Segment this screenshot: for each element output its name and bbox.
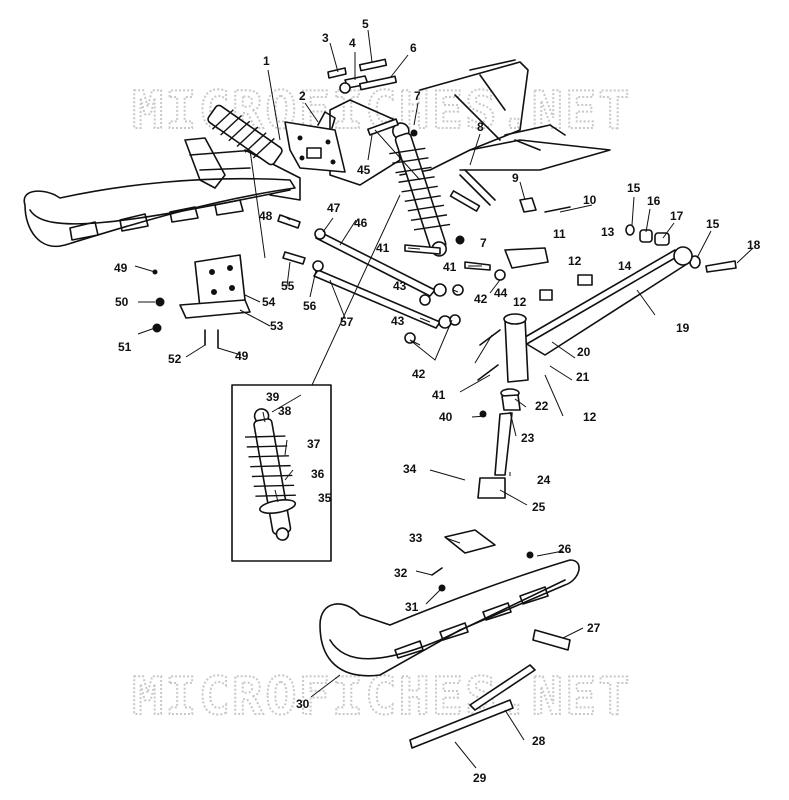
callout-37: 37 (307, 437, 321, 451)
misc-fasteners (277, 214, 506, 418)
callout-43-upper: 43 (393, 279, 407, 293)
callout-42-upper: 42 (474, 292, 488, 306)
callout-15-right: 15 (706, 217, 720, 231)
callout-47: 47 (327, 201, 341, 215)
callout-12-upper: 12 (568, 254, 582, 268)
callout-4: 4 (349, 36, 356, 50)
callout-9: 9 (512, 171, 519, 185)
callout-22: 22 (535, 399, 549, 413)
callout-36: 36 (311, 467, 325, 481)
left-ski-assembly (23, 104, 296, 248)
callout-16: 16 (647, 194, 661, 208)
callout-24: 24 (537, 473, 551, 487)
callout-35: 35 (318, 491, 332, 505)
callout-52: 52 (168, 352, 182, 366)
shock-detail-inset (231, 384, 332, 562)
callout-43-lower: 43 (391, 314, 405, 328)
callout-48: 48 (259, 209, 273, 223)
a-arm-pivot-hardware (519, 197, 737, 273)
callout-10: 10 (583, 193, 597, 207)
callout-23: 23 (521, 431, 535, 445)
callout-46: 46 (354, 216, 368, 230)
callout-3: 3 (322, 31, 329, 45)
callout-32: 32 (394, 566, 408, 580)
callout-17: 17 (670, 209, 684, 223)
callout-41-middle: 41 (443, 260, 457, 274)
callout-49-left: 49 (114, 261, 128, 275)
callout-30: 30 (296, 697, 310, 711)
callout-42-lower: 42 (412, 367, 426, 381)
callout-38: 38 (278, 404, 292, 418)
callout-12-lower: 12 (583, 410, 597, 424)
spindle-assembly (477, 247, 593, 499)
callout-8: 8 (477, 120, 484, 134)
callout-49-bottom: 49 (235, 349, 249, 363)
callout-12-middle: 12 (513, 295, 527, 309)
callout-13: 13 (601, 225, 615, 239)
callout-51: 51 (118, 340, 132, 354)
callout-18: 18 (747, 238, 761, 252)
callout-1: 1 (263, 54, 270, 68)
callout-6: 6 (410, 41, 417, 55)
callout-41-upper: 41 (376, 241, 390, 255)
upper-shock-hardware (327, 58, 398, 94)
callout-50: 50 (115, 295, 129, 309)
callout-14: 14 (618, 259, 632, 273)
callout-31: 31 (405, 600, 419, 614)
steering-bracket (152, 254, 251, 349)
lower-a-arm (519, 246, 693, 356)
front-shock-absorber (389, 122, 451, 257)
callout-55: 55 (281, 279, 295, 293)
callout-57: 57 (340, 315, 354, 329)
chassis-bulkhead (244, 59, 611, 201)
leader-lines (134, 29, 754, 769)
callout-5: 5 (362, 17, 369, 31)
callout-33: 33 (409, 531, 423, 545)
callout-53: 53 (270, 319, 284, 333)
callout-2: 2 (299, 89, 306, 103)
callout-56: 56 (303, 299, 317, 313)
callout-7: 7 (414, 89, 421, 103)
callout-54: 54 (262, 295, 276, 309)
callout-34: 34 (403, 462, 417, 476)
callout-27: 27 (587, 621, 601, 635)
callout-21: 21 (576, 370, 590, 384)
callout-25: 25 (532, 500, 546, 514)
callout-41-lower: 41 (432, 388, 446, 402)
callout-26: 26 (558, 542, 572, 556)
callout-11: 11 (553, 227, 566, 241)
callout-45: 45 (357, 163, 371, 177)
callout-7-lower: 7 (480, 236, 487, 250)
callout-28: 28 (532, 734, 546, 748)
callout-40: 40 (439, 410, 453, 424)
callout-15-left: 15 (627, 181, 641, 195)
callout-19: 19 (676, 321, 690, 335)
callout-29: 29 (473, 771, 487, 785)
callout-44: 44 (494, 286, 508, 300)
upper-mount-plate (284, 111, 346, 173)
watermark-bottom: MICROFICHES.NET (132, 667, 632, 727)
callout-39: 39 (266, 390, 280, 404)
watermark-top: MICROFICHES.NET (132, 81, 632, 141)
callout-labels: 1 2 3 4 5 6 7 8 9 10 11 12 12 12 13 14 1… (114, 17, 761, 785)
front-ski (319, 529, 580, 749)
callout-20: 20 (577, 345, 591, 359)
